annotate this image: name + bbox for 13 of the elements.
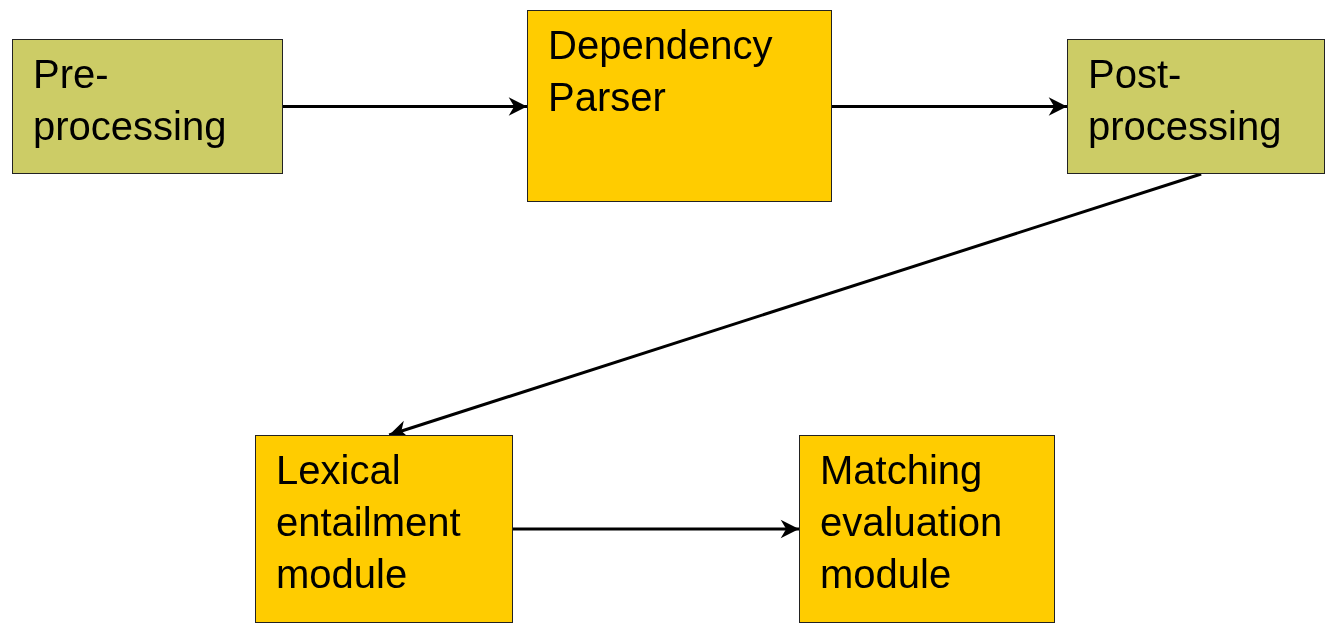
process-box [799, 435, 1055, 623]
process-box [12, 39, 283, 174]
process-box [527, 10, 832, 202]
arrow [283, 97, 527, 116]
arrow [832, 97, 1067, 116]
box-label: Pre-processing [33, 51, 228, 150]
box-label: Matching evaluation module [820, 447, 1004, 598]
process-box [1067, 39, 1325, 174]
box-label: Dependency Parser [548, 22, 774, 121]
box-label: Post-processing [1088, 51, 1283, 150]
process-box [255, 435, 513, 623]
box-label: Lexical entailment module [276, 447, 462, 598]
arrow [513, 519, 799, 539]
